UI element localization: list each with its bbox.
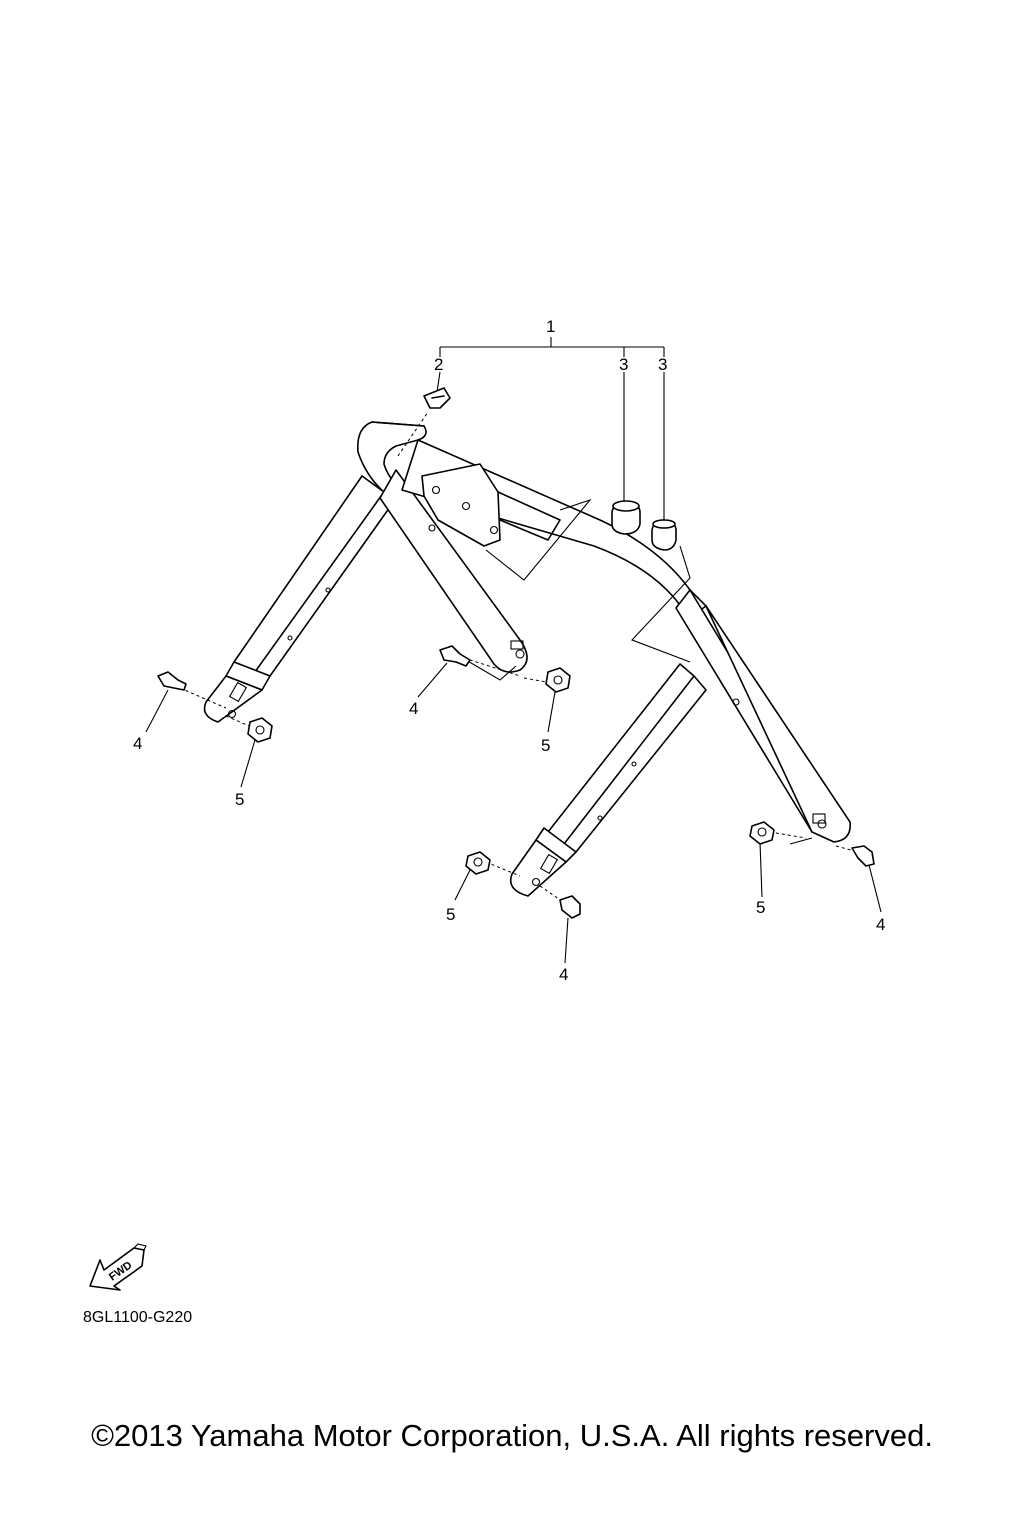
callout-3b: 3 bbox=[658, 355, 667, 374]
callout-4b: 4 bbox=[409, 699, 418, 718]
damper-parts bbox=[611, 500, 677, 551]
callout-4c: 4 bbox=[559, 965, 568, 984]
copyright-notice: ©2013 Yamaha Motor Corporation, U.S.A. A… bbox=[91, 1418, 933, 1453]
callout-bracket bbox=[439, 337, 665, 357]
callout-1: 1 bbox=[546, 317, 555, 336]
callout-4a: 4 bbox=[133, 734, 142, 753]
callout-5c: 5 bbox=[446, 905, 455, 924]
callout-5a: 5 bbox=[235, 790, 244, 809]
callout-2: 2 bbox=[434, 355, 443, 374]
clip-part bbox=[423, 387, 451, 409]
diagram-code: 8GL1100-G220 bbox=[83, 1309, 193, 1326]
handlebar-frame bbox=[203, 421, 851, 897]
callout-labels: 1 2 3 3 4 5 4 5 5 4 5 4 bbox=[133, 317, 885, 984]
callout-5d: 5 bbox=[756, 898, 765, 917]
callout-5b: 5 bbox=[541, 736, 550, 755]
bolt-parts bbox=[157, 645, 875, 919]
callout-4d: 4 bbox=[876, 915, 885, 934]
callout-3a: 3 bbox=[619, 355, 628, 374]
nut-parts bbox=[247, 667, 775, 875]
fwd-arrow-icon: FWD bbox=[89, 1243, 147, 1291]
